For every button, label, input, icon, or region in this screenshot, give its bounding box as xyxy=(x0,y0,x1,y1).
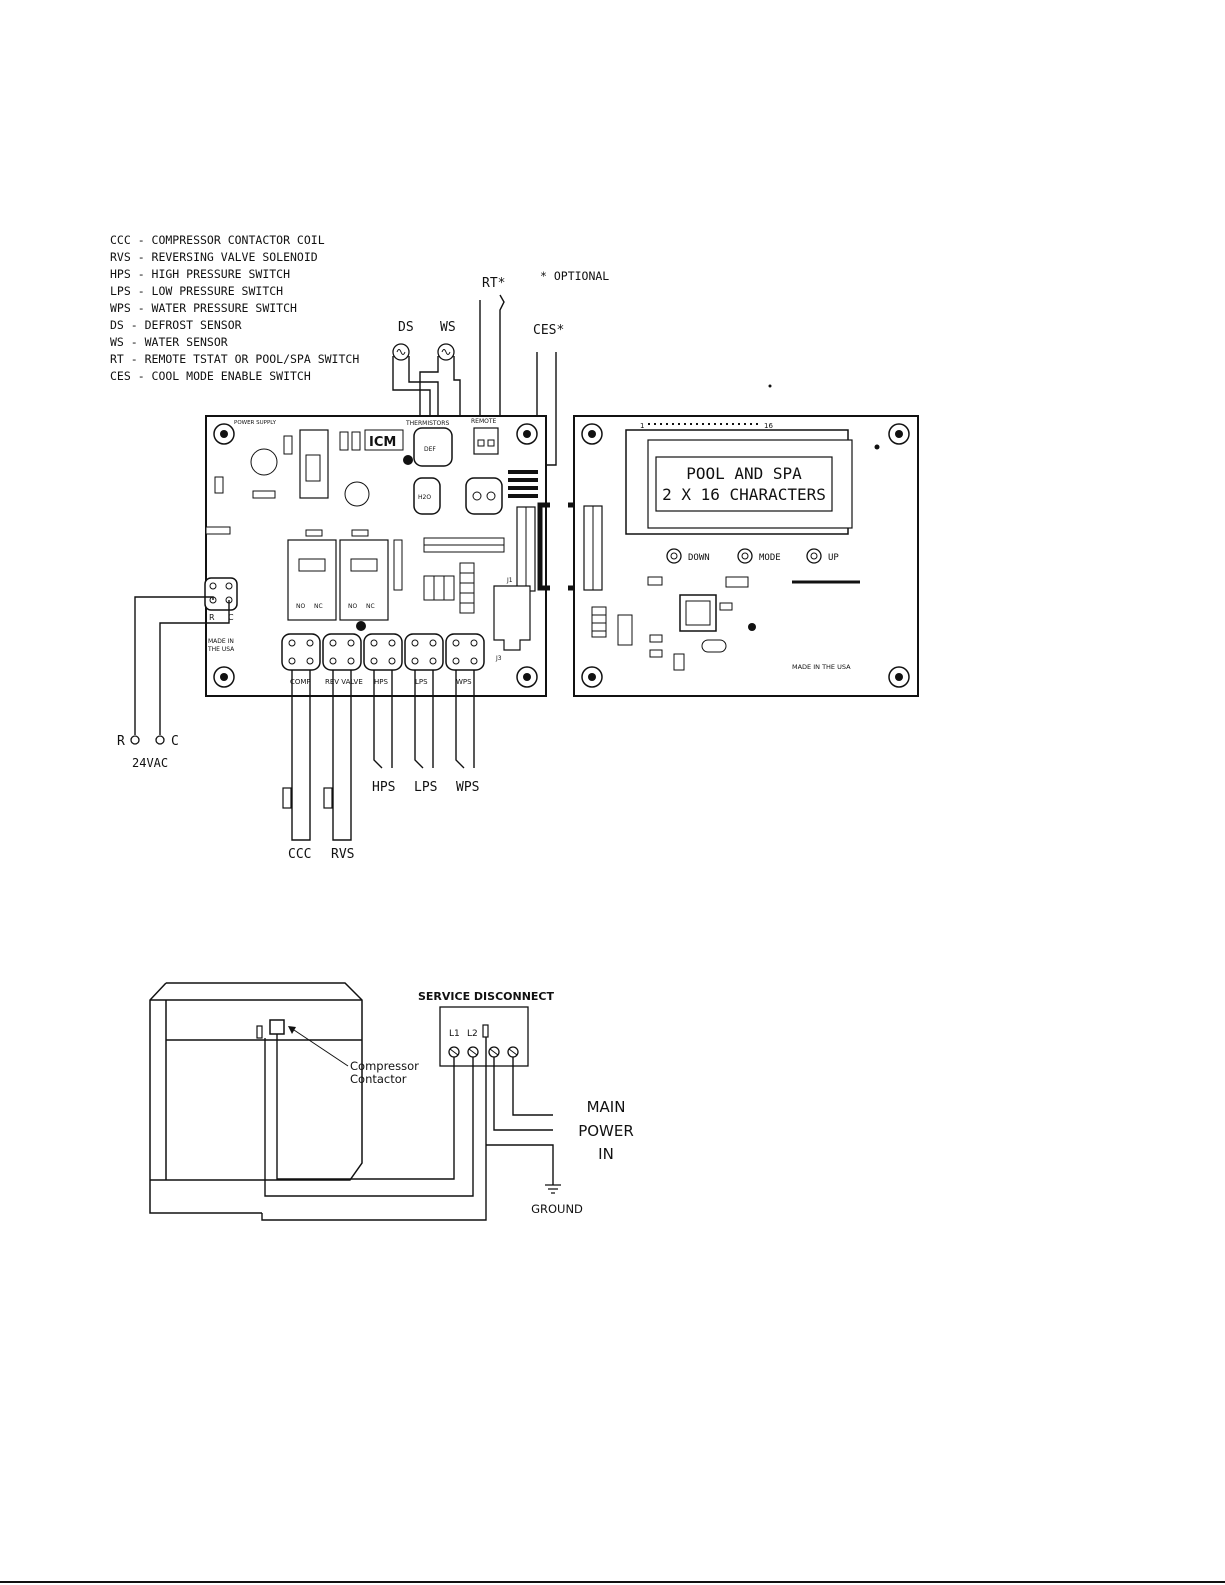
service-disconnect-title: SERVICE DISCONNECT xyxy=(418,990,554,1003)
relay-nc-label: NC xyxy=(366,603,375,610)
rev-valve-label: REV VALVE xyxy=(325,678,363,686)
l2-label: L2 xyxy=(467,1029,478,1039)
rt-label: RT* xyxy=(482,276,505,291)
main-power-label: MAIN POWER IN xyxy=(578,1098,634,1163)
power-supply-label: POWER SUPPLY xyxy=(234,420,277,426)
wps-connector: WPS xyxy=(445,633,485,686)
terminal-r-label: R xyxy=(209,613,215,622)
lps-board-label: LPS xyxy=(415,678,428,686)
hps-label: HPS xyxy=(372,780,395,795)
wps-board-label: WPS xyxy=(456,678,472,686)
power-label: POWER xyxy=(578,1122,634,1140)
pin-16-label: 16 xyxy=(764,422,773,430)
down-button[interactable]: DOWN xyxy=(666,548,710,564)
rt-wires xyxy=(479,294,505,430)
service-disconnect: SERVICE DISCONNECT L1 L2 xyxy=(418,990,554,1067)
hps-wiring: HPS xyxy=(372,670,395,795)
wps-wiring: WPS xyxy=(455,670,479,795)
comp-label: COMP xyxy=(290,678,311,686)
display-board: 1 16 POOL AND SPA 2 X 16 CHARACTERS DOWN… xyxy=(573,384,919,697)
mode-button-label: MODE xyxy=(759,553,781,563)
ws-label: WS xyxy=(440,320,456,335)
optional-note: * OPTIONAL xyxy=(540,269,609,283)
ground-label: GROUND xyxy=(531,1202,583,1216)
l1-label: L1 xyxy=(449,1029,460,1039)
rvs-wiring: RVS xyxy=(323,670,354,862)
hps-board-label: HPS xyxy=(374,678,388,686)
mode-button[interactable]: MODE xyxy=(737,548,781,564)
j3-label: J3 xyxy=(495,655,502,662)
heat-pump-unit xyxy=(149,982,363,1214)
made-in-label: MADE IN xyxy=(208,638,234,645)
lps-connector: LPS xyxy=(404,633,444,686)
contactor-label: Contactor xyxy=(350,1072,407,1086)
h2o-label: H2O xyxy=(418,494,431,501)
legend-line: CCC - COMPRESSOR CONTACTOR COIL xyxy=(110,233,325,247)
lps-label: LPS xyxy=(414,780,437,795)
legend-line: RVS - REVERSING VALVE SOLENOID xyxy=(110,250,318,264)
legend-line: RT - REMOTE TSTAT OR POOL/SPA SWITCH xyxy=(110,352,359,366)
legend-line: HPS - HIGH PRESSURE SWITCH xyxy=(110,267,290,281)
legend-line: LPS - LOW PRESSURE SWITCH xyxy=(110,284,283,298)
ccc-label: CCC xyxy=(288,847,311,862)
in-label: IN xyxy=(598,1145,614,1163)
icm-logo: ICM xyxy=(369,435,396,450)
main-label: MAIN xyxy=(587,1098,626,1116)
ccc-wiring: CCC xyxy=(282,670,311,862)
comp-connector: COMP xyxy=(281,633,321,686)
legend-line: WS - WATER SENSOR xyxy=(110,335,228,349)
remote-label: REMOTE xyxy=(471,418,497,425)
def-label: DEF xyxy=(424,446,436,453)
legend-line: DS - DEFROST SENSOR xyxy=(110,318,242,332)
terminal-c-label: C xyxy=(228,613,234,622)
hps-connector: HPS xyxy=(363,633,403,686)
voltage-label: 24VAC xyxy=(132,756,168,770)
j1-label: J1 xyxy=(506,577,513,584)
ds-label: DS xyxy=(398,320,414,335)
pin-1-label: 1 xyxy=(640,422,644,430)
compressor-label: Compressor xyxy=(350,1059,419,1073)
rev-valve-connector: REV VALVE xyxy=(322,633,363,686)
down-button-label: DOWN xyxy=(688,553,710,563)
ces-label: CES* xyxy=(533,323,564,338)
legend-line: CES - COOL MODE ENABLE SWITCH xyxy=(110,369,311,383)
control-board: POWER SUPPLY ICM THERMISTORS DEF H2O REM… xyxy=(204,415,547,697)
power-input-wiring: R C 24VAC xyxy=(117,596,230,770)
display-made-in-label: MADE IN THE USA xyxy=(792,663,851,671)
rvs-label: RVS xyxy=(331,847,354,862)
lcd-line-1: POOL AND SPA xyxy=(686,464,802,483)
made-in-label: THE USA xyxy=(207,646,235,653)
thermistors-label: THERMISTORS xyxy=(405,420,449,427)
compressor-contactor: Compressor Contactor xyxy=(256,1019,419,1086)
up-button-label: UP xyxy=(828,553,839,563)
supply-wiring xyxy=(261,1034,561,1221)
input-c-label: C xyxy=(171,734,179,749)
wps-label: WPS xyxy=(456,780,479,795)
lcd-line-2: 2 X 16 CHARACTERS xyxy=(662,485,826,504)
lps-wiring: LPS xyxy=(414,670,437,795)
up-button[interactable]: UP xyxy=(806,548,839,564)
legend: CCC - COMPRESSOR CONTACTOR COIL RVS - RE… xyxy=(110,233,359,383)
ds-sensor xyxy=(392,343,439,420)
input-r-label: R xyxy=(117,734,125,749)
legend-line: WPS - WATER PRESSURE SWITCH xyxy=(110,301,297,315)
relay-nc-label: NC xyxy=(314,603,323,610)
relay-no-label: NO xyxy=(348,603,357,610)
relay-no-label: NO xyxy=(296,603,305,610)
